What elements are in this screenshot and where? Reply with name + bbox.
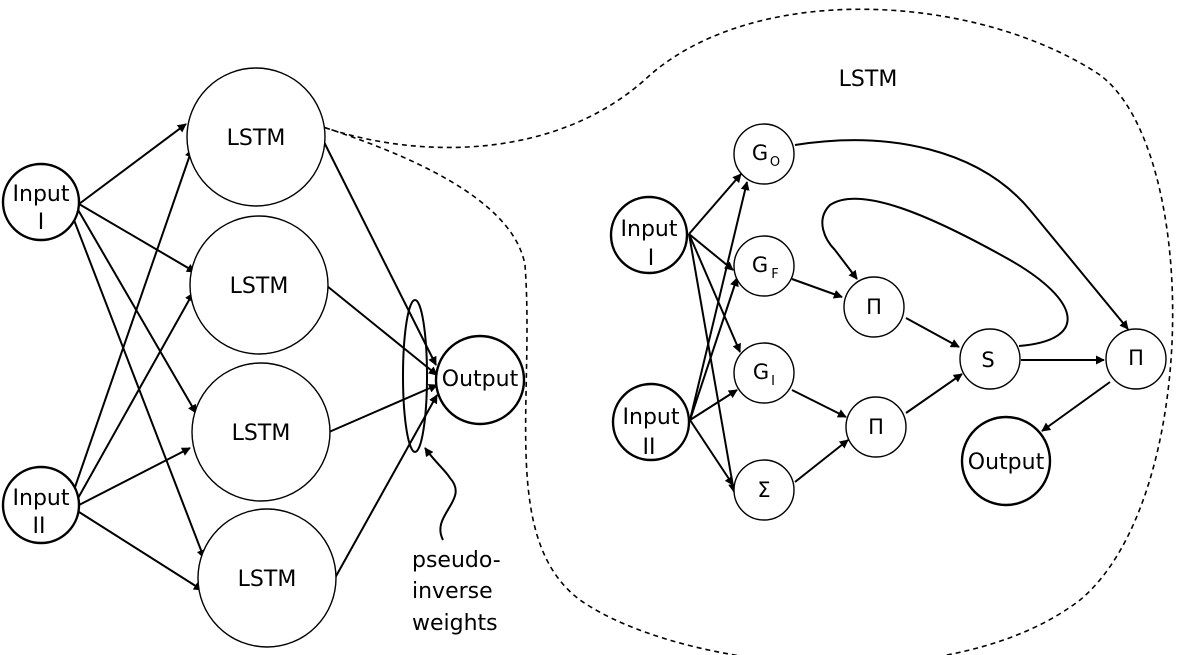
gate-input-subscript: I xyxy=(771,374,775,389)
output-node-label: Output xyxy=(442,367,519,392)
input-node-1-label-line2: I xyxy=(38,210,45,235)
lstm-detail-edges xyxy=(688,139,1129,493)
product-forget-node: Π xyxy=(843,276,905,338)
gate-input-node: G I xyxy=(733,342,795,404)
lstm-node-2: LSTM xyxy=(189,215,329,355)
detail-input-1-label-line2: I xyxy=(648,246,655,271)
gate-forget-label: G xyxy=(752,253,768,277)
lstm-node-1-label: LSTM xyxy=(227,126,286,151)
product-forget-label: Π xyxy=(866,295,882,319)
gate-forget-subscript: F xyxy=(771,267,778,282)
lstm-node-4: LSTM xyxy=(197,508,337,648)
annotation-line3: weights xyxy=(412,611,498,636)
lstm-node-2-label: LSTM xyxy=(230,274,289,299)
input-node-2: Input II xyxy=(1,465,81,545)
input-node-2-label-line2: II xyxy=(33,514,46,539)
input-node-2-label-line1: Input xyxy=(13,486,70,511)
gate-input-label: G xyxy=(753,360,769,384)
gate-output-label: G xyxy=(752,141,768,165)
gate-output-subscript: O xyxy=(770,155,780,170)
input-node-1-label-line1: Input xyxy=(13,182,70,207)
product-input-label: Π xyxy=(868,415,884,439)
product-output-label: Π xyxy=(1128,346,1144,370)
detail-input-node-1: Input I xyxy=(609,195,689,275)
detail-input-1-label-line1: Input xyxy=(621,217,678,242)
output-node: Output xyxy=(434,334,526,426)
lstm-node-1: LSTM xyxy=(186,67,326,207)
sum-label: Σ xyxy=(757,478,770,502)
state-label: S xyxy=(981,348,994,372)
lstm-detail-title: LSTM xyxy=(839,67,898,92)
sum-node: Σ xyxy=(733,459,795,521)
lstm-node-4-label: LSTM xyxy=(238,567,297,592)
detail-input-node-2: Input II xyxy=(611,382,691,462)
product-output-node: Π xyxy=(1105,328,1167,390)
detail-input-2-label-line1: Input xyxy=(623,405,680,430)
gate-output-node: G O xyxy=(733,123,795,185)
annotation-line2: inverse xyxy=(412,579,493,604)
lstm-node-3: LSTM xyxy=(191,362,331,502)
product-input-node: Π xyxy=(845,396,907,458)
detail-output-label: Output xyxy=(968,450,1045,475)
pseudo-inverse-annotation: pseudo- inverse weights xyxy=(412,548,501,636)
gate-forget-node: G F xyxy=(733,235,795,297)
state-node: S xyxy=(959,328,1021,390)
detail-output-node: Output xyxy=(960,415,1052,507)
lstm-node-3-label: LSTM xyxy=(232,421,291,446)
detail-input-2-label-line2: II xyxy=(643,435,656,460)
input-node-1: Input I xyxy=(1,162,81,242)
left-network-edges xyxy=(73,123,457,591)
annotation-line1: pseudo- xyxy=(412,548,501,573)
zoom-outline xyxy=(322,8,1174,655)
